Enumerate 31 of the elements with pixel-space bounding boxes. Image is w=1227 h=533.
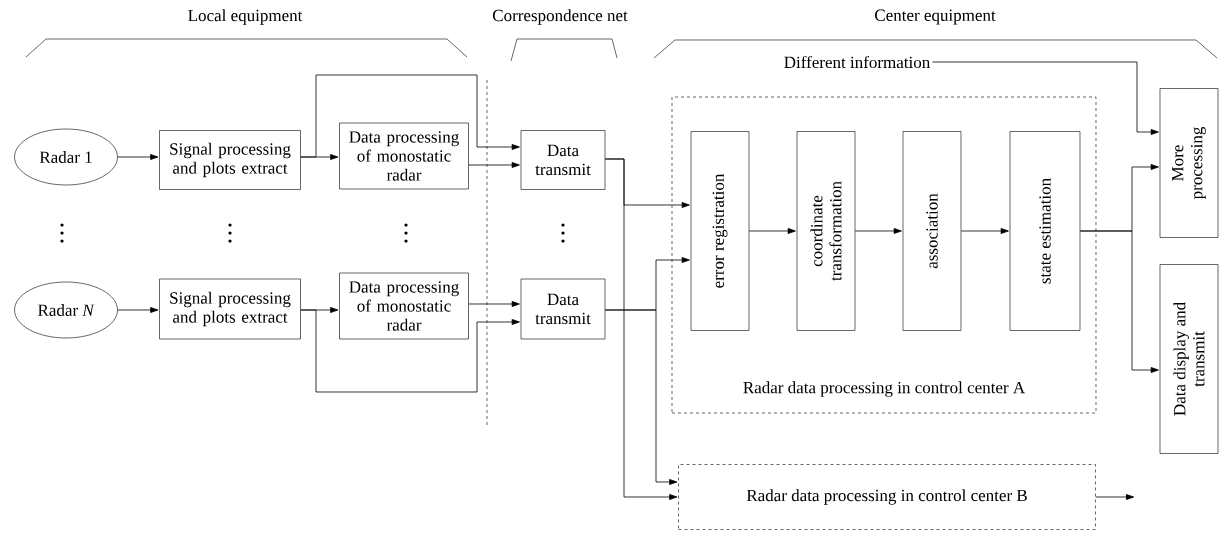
process-box: Data processing of monostatic radar <box>339 272 469 340</box>
arrow <box>300 309 520 393</box>
process-box: More processing <box>1159 88 1219 238</box>
process-box: Data display and transmit <box>1159 264 1219 454</box>
process-box: error registration <box>690 131 750 331</box>
info-text: Different information <box>784 55 930 69</box>
process-box: state estimation <box>1009 131 1081 331</box>
arrow <box>468 301 520 307</box>
process-box: Data transmit <box>520 130 606 190</box>
process-box: Signal processing and plots extract <box>159 278 301 340</box>
section-heading: Center equipment <box>875 9 996 25</box>
arrow <box>748 228 796 234</box>
arrow <box>117 307 159 313</box>
arrow <box>1079 230 1159 373</box>
section-heading: Correspondence net <box>492 9 628 25</box>
arrow <box>932 61 1159 135</box>
process-box: Signal processing and plots extract <box>159 130 301 190</box>
arrow <box>604 309 678 485</box>
process-box: association <box>902 131 962 331</box>
process-box: Data processing of monostatic radar <box>339 122 469 190</box>
control-center-box: Radar data processing in control center B <box>678 464 1096 530</box>
arrow <box>604 158 678 500</box>
arrow <box>468 162 520 168</box>
process-box: Data transmit <box>520 278 606 340</box>
section-heading: Local equipment <box>188 9 303 25</box>
arrow <box>117 154 159 160</box>
process-box: coordinate transformation <box>796 131 856 331</box>
arrow <box>1095 494 1135 500</box>
arrow <box>854 228 902 234</box>
arrow <box>300 74 520 158</box>
arrow <box>960 228 1009 234</box>
